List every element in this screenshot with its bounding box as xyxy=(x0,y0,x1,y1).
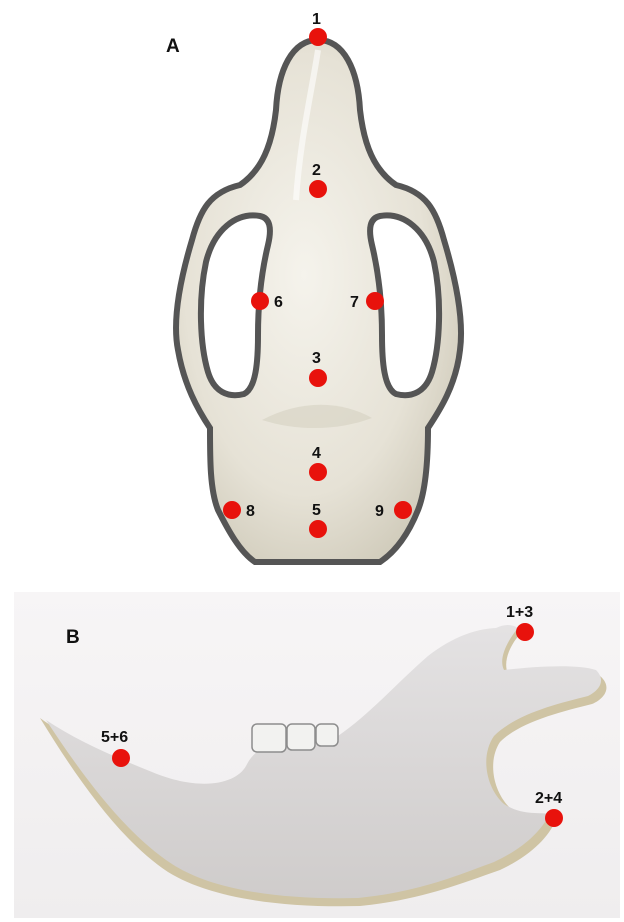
landmark-marker xyxy=(251,292,269,310)
landmark-marker xyxy=(309,463,327,481)
panel-a: A 1 2 3 xyxy=(166,11,461,562)
panel-a-label: A xyxy=(166,36,180,57)
landmark-label: 2+4 xyxy=(535,790,562,807)
landmark-marker xyxy=(309,28,327,46)
landmark-label: 2 xyxy=(312,162,321,179)
landmark-label: 1+3 xyxy=(506,604,533,621)
landmark-label: 3 xyxy=(312,350,321,367)
landmark-label: 1 xyxy=(312,11,321,28)
landmark-marker xyxy=(309,369,327,387)
molar-tooth xyxy=(287,724,315,750)
landmark-marker xyxy=(394,501,412,519)
molar-tooth xyxy=(316,724,338,746)
landmark-1: 1 xyxy=(309,11,327,46)
landmark-label: 5+6 xyxy=(101,729,128,746)
molar-tooth xyxy=(252,724,286,752)
landmark-marker xyxy=(223,501,241,519)
panel-b: B 1+3 2+4 5+6 xyxy=(14,592,620,918)
landmark-label: 8 xyxy=(246,503,255,520)
landmark-label: 9 xyxy=(375,503,384,520)
landmark-marker xyxy=(112,749,130,767)
panel-b-label: B xyxy=(66,627,80,648)
landmark-marker xyxy=(366,292,384,310)
landmark-label: 4 xyxy=(312,445,321,462)
landmark-label: 5 xyxy=(312,502,321,519)
landmark-marker xyxy=(309,520,327,538)
landmark-marker xyxy=(309,180,327,198)
landmark-label: 7 xyxy=(350,294,359,311)
landmark-label: 6 xyxy=(274,294,283,311)
skull-dorsal-view xyxy=(176,40,461,562)
landmark-marker xyxy=(545,809,563,827)
landmark-marker xyxy=(516,623,534,641)
